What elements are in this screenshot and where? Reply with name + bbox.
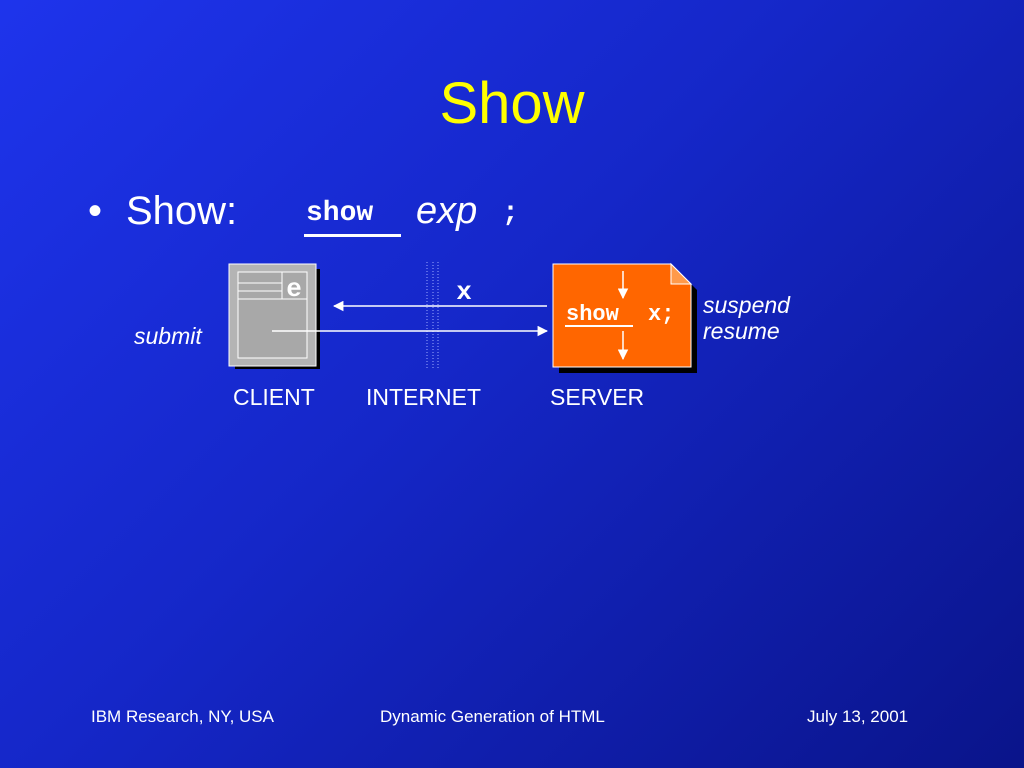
message-label: x <box>456 277 472 307</box>
bullet-symbol: • <box>88 189 103 233</box>
server-code-rest: x; <box>648 302 674 327</box>
client-doc-letter: e <box>286 274 302 304</box>
suspend-label: suspend <box>703 292 790 318</box>
bullet-argument: exp <box>416 190 478 232</box>
client-label: CLIENT <box>233 384 315 410</box>
resume-label: resume <box>703 318 780 344</box>
slide-title: Show <box>439 71 585 136</box>
server-document-icon: show x; <box>552 262 697 373</box>
client-document-icon: e <box>228 263 320 369</box>
internet-label: INTERNET <box>366 384 481 410</box>
footer-date: July 13, 2001 <box>807 707 909 726</box>
bullet-terminator: ; <box>502 198 519 229</box>
bullet-label: Show: <box>126 189 238 233</box>
server-code-keyword: show <box>566 302 620 327</box>
keyword-underline <box>304 234 401 237</box>
footer-organization: IBM Research, NY, USA <box>91 707 274 726</box>
footer-presentation-title: Dynamic Generation of HTML <box>380 707 605 726</box>
server-label: SERVER <box>550 384 645 410</box>
bullet-keyword: show <box>306 198 374 229</box>
submit-label: submit <box>134 323 202 349</box>
internet-divider <box>426 262 439 368</box>
